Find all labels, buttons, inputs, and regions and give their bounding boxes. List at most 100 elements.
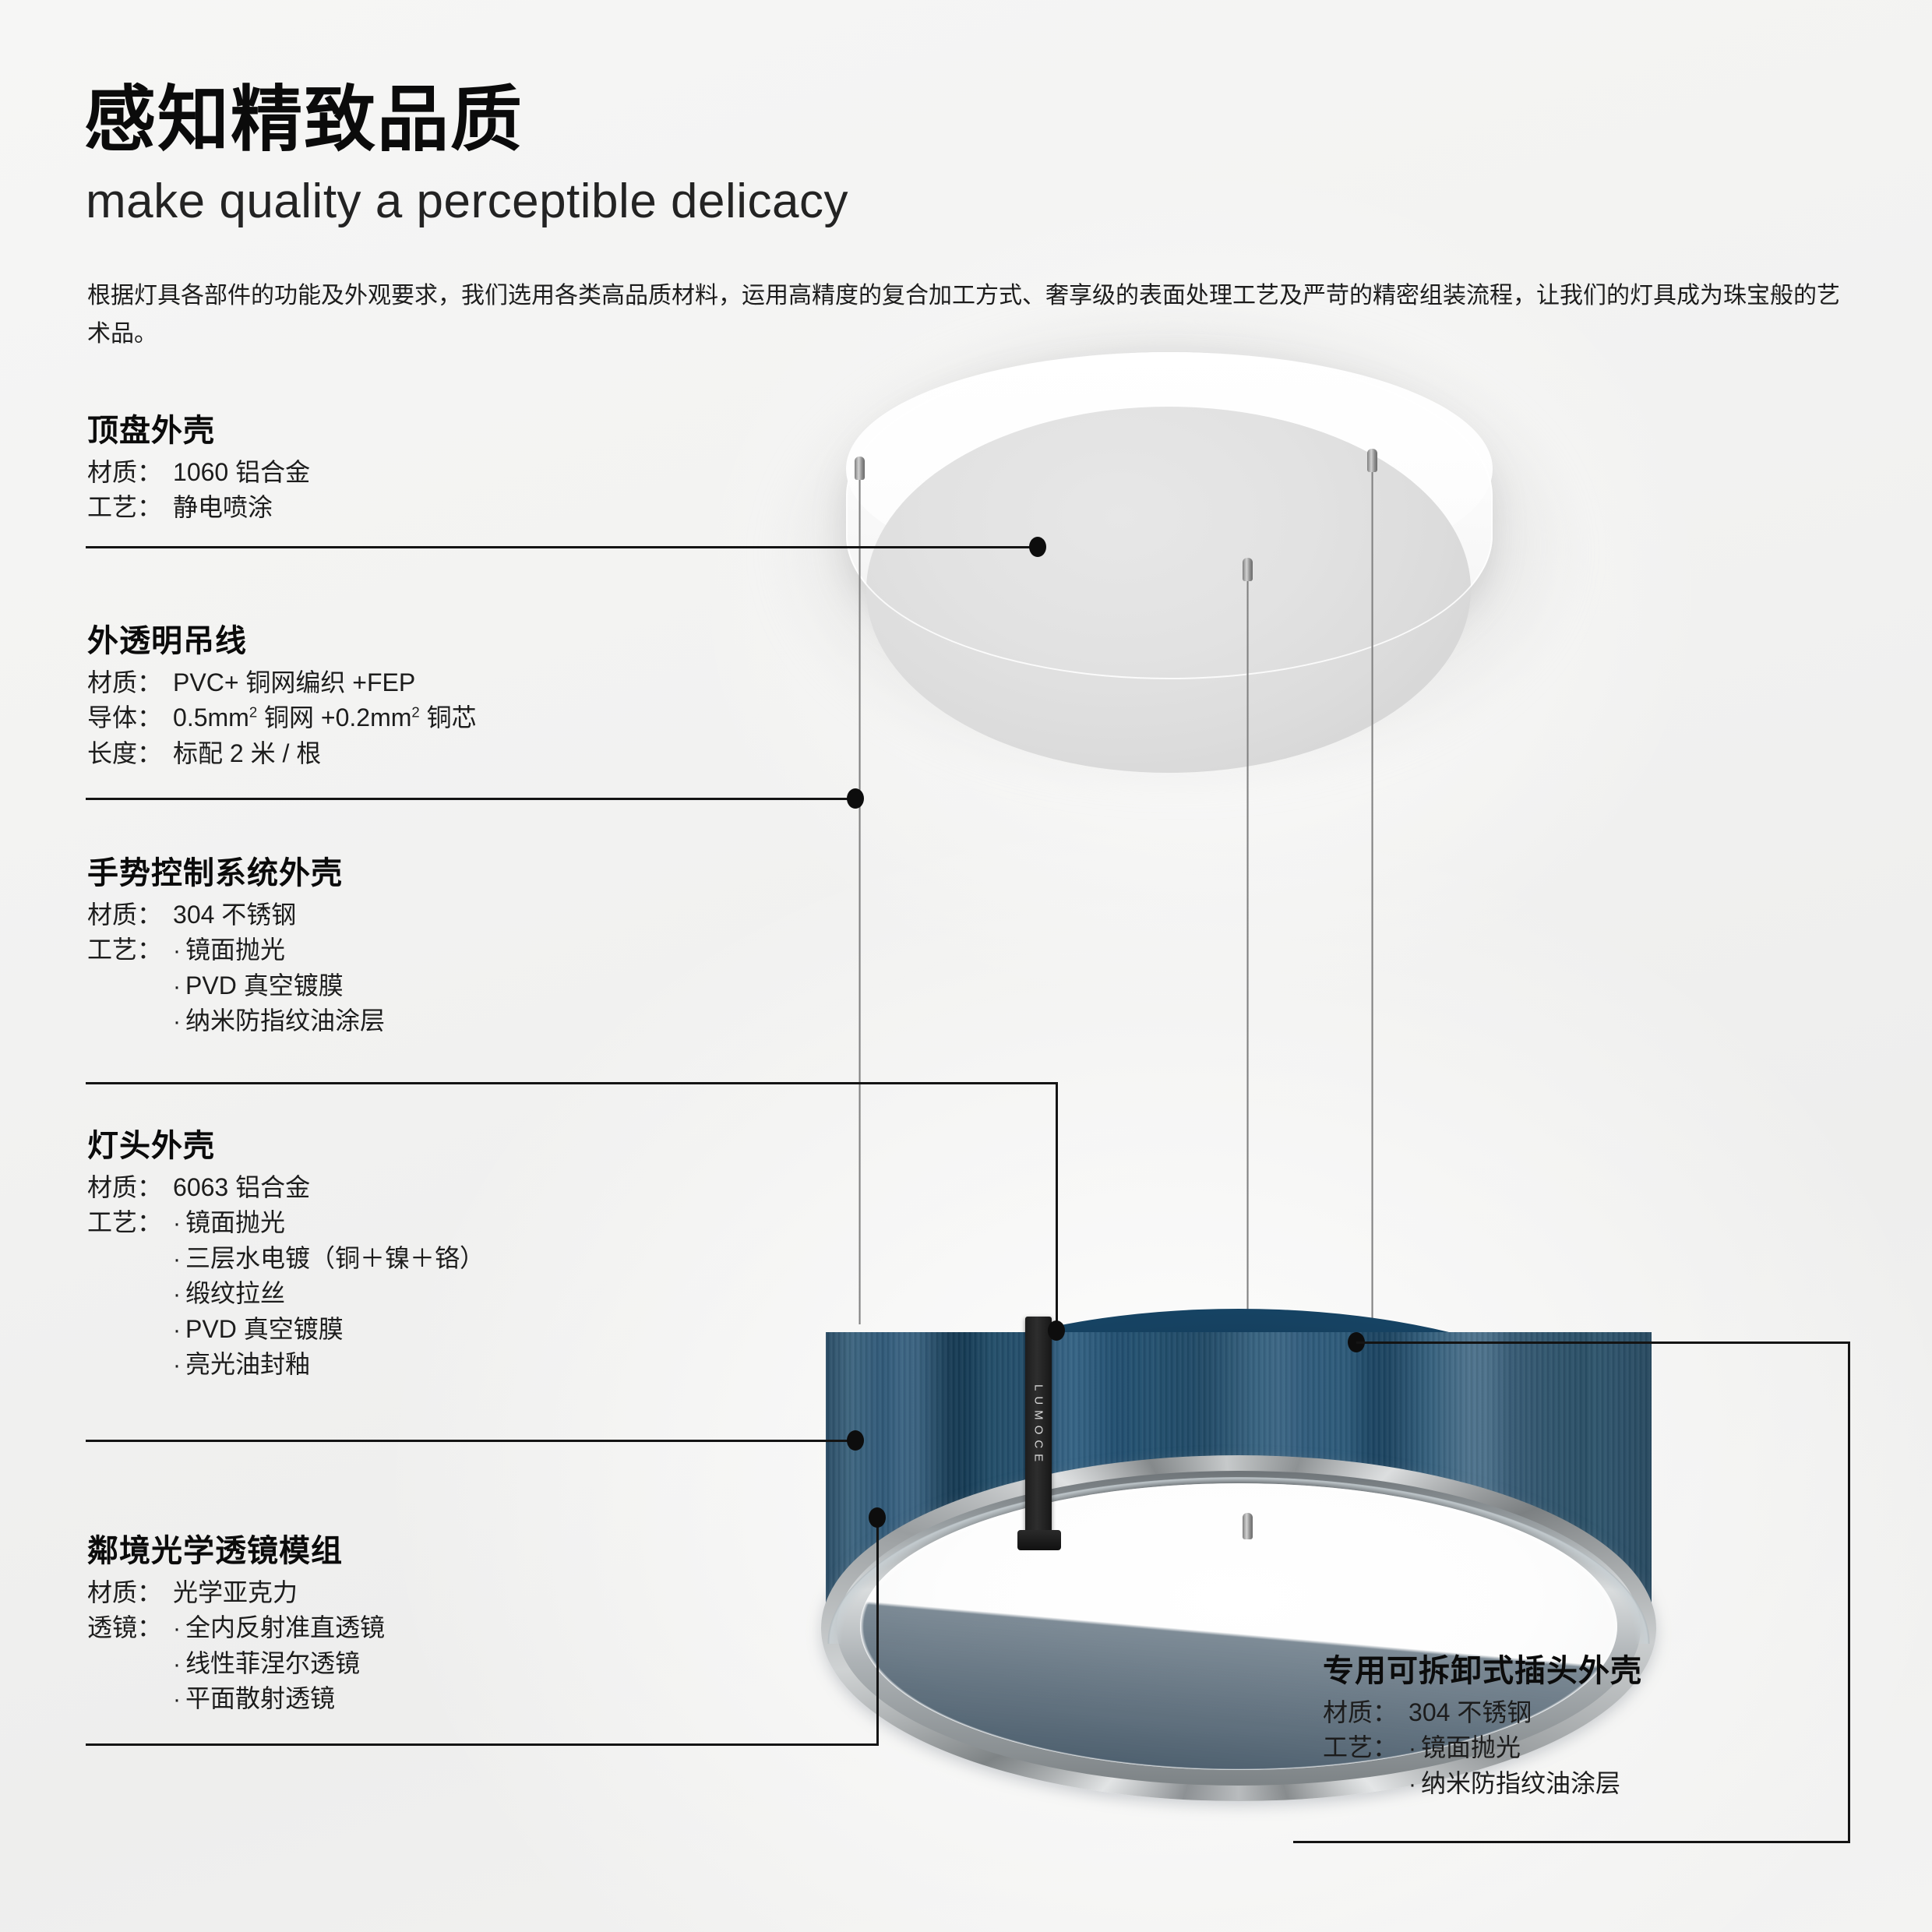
bullet-text: 亮光油封釉 [185, 1350, 311, 1379]
bullet-text: 三层水电镀（铜＋镍＋铬） [185, 1243, 485, 1272]
spec-row: 材质： 304 不锈钢 [1323, 1695, 1642, 1730]
bullet-group-key: 工艺： [1323, 1733, 1398, 1762]
callout-title-detachable-plug-housing: 专用可拆卸式插头外壳 [1323, 1654, 1642, 1688]
leader-dot-lens-module [869, 1507, 886, 1528]
bullet-item: ·纳米防指纹油涂层 [173, 1003, 385, 1038]
callout-title-lamp-head-housing: 灯头外壳 [87, 1129, 215, 1163]
callout-title-suspension-cable: 外透明吊线 [87, 624, 247, 658]
spec-key: 材质： [87, 901, 163, 929]
leader-line-top-canopy [86, 546, 1038, 548]
bullet-item: ·平面散射透镜 [173, 1681, 385, 1716]
spec-row: 导体： 0.5mm2 铜网 +0.2mm2 铜芯 [87, 700, 477, 735]
bullet-dot-icon: · [173, 1211, 182, 1237]
bullet-dot-icon: · [173, 973, 182, 999]
bullet-list: ·镜面抛光 ·PVD 真空镀膜 ·纳米防指纹油涂层 [162, 933, 385, 1038]
bullet-item: ·缎纹拉丝 [173, 1276, 485, 1311]
bullet-text: 平面散射透镜 [185, 1684, 336, 1713]
spec-key: 长度： [87, 739, 163, 767]
leader-dot-gesture-housing [1048, 1320, 1065, 1341]
spec-key: 材质： [87, 1173, 163, 1201]
callout-lamp-head-housing: 灯头外壳 材质： 6063 铝合金 工艺： ·镜面抛光 ·三层水电镀（铜＋镍＋铬… [87, 1128, 485, 1383]
bullet-item: ·PVD 真空镀膜 [173, 968, 385, 1003]
spec-row: 材质： 304 不锈钢 [87, 897, 385, 933]
bullet-group-key: 工艺： [87, 1208, 163, 1237]
intro-paragraph: 根据灯具各部件的功能及外观要求，我们选用各类高品质材料，运用高精度的复合加工方式… [87, 283, 1840, 347]
bullet-list: ·镜面抛光 ·三层水电镀（铜＋镍＋铬） ·缎纹拉丝 ·PVD 真空镀膜 ·亮光油… [162, 1205, 485, 1382]
spec-row: 材质： PVC+ 铜网编织 +FEP [87, 665, 477, 700]
callout-title-top-canopy: 顶盘外壳 [87, 414, 215, 448]
bullet-text: 镜面抛光 [185, 1208, 286, 1237]
spec-value: 304 不锈钢 [173, 901, 297, 929]
spec-row: 工艺： 静电喷涂 [87, 490, 310, 525]
superscript-two: 2 [411, 703, 420, 721]
bullet-dot-icon: · [173, 1282, 182, 1308]
bullet-group-key: 工艺： [87, 936, 163, 964]
bullet-item: ·纳米防指纹油涂层 [1408, 1766, 1620, 1801]
page-title-en: make quality a perceptible delicacy [86, 175, 849, 228]
spec-key: 工艺： [87, 493, 163, 522]
leader-line-lens-module-h [86, 1743, 879, 1746]
leader-line-gesture-housing-v [1056, 1082, 1058, 1330]
bullet-text: 镜面抛光 [185, 936, 286, 964]
spec-value: 1060 铝合金 [173, 458, 311, 486]
bullet-dot-icon: · [173, 1352, 182, 1379]
bullet-dot-icon: · [173, 1317, 182, 1343]
page-title-cn: 感知精致品质 [84, 80, 524, 160]
bullet-dot-icon: · [173, 1651, 182, 1677]
bullet-dot-icon: · [173, 938, 182, 964]
spec-key: 材质： [87, 668, 163, 696]
bullet-text: PVD 真空镀膜 [185, 1314, 344, 1343]
spec-key: 材质： [87, 1578, 163, 1606]
leader-dot-lamp-head [847, 1430, 864, 1451]
callout-optical-lens-module: 鄰境光学透镜模组 材质： 光学亚克力 透镜： ·全内反射准直透镜 ·线性菲涅尔透… [87, 1533, 385, 1717]
bullet-text: 线性菲涅尔透镜 [185, 1648, 361, 1677]
bullet-list: ·镜面抛光 ·纳米防指纹油涂层 [1398, 1730, 1620, 1801]
bullet-text: 镜面抛光 [1421, 1733, 1521, 1762]
bullet-item: ·亮光油封釉 [173, 1347, 485, 1382]
leader-dot-suspension-cable [847, 788, 864, 809]
bullet-dot-icon: · [173, 1009, 182, 1035]
bullet-item: ·镜面抛光 [1408, 1730, 1620, 1765]
spec-row: 材质： 光学亚克力 [87, 1575, 385, 1610]
leader-line-lens-module-v [876, 1518, 879, 1746]
bullet-item: ·镜面抛光 [173, 1205, 485, 1240]
spec-key: 材质： [87, 458, 163, 486]
leader-dot-top-canopy [1029, 537, 1046, 557]
callout-detachable-plug-housing: 专用可拆卸式插头外壳 材质： 304 不锈钢 工艺： ·镜面抛光 ·纳米防指纹油… [1323, 1653, 1642, 1801]
bullet-text: 缎纹拉丝 [185, 1279, 286, 1308]
bullet-item: ·全内反射准直透镜 [173, 1610, 385, 1645]
bullet-item: ·镜面抛光 [173, 933, 385, 968]
bullet-dot-icon: · [1408, 1736, 1417, 1762]
spec-row: 材质： 1060 铝合金 [87, 455, 310, 490]
spec-value: 304 不锈钢 [1408, 1698, 1532, 1726]
bullet-text: 纳米防指纹油涂层 [1421, 1768, 1621, 1797]
spec-row: 长度： 标配 2 米 / 根 [87, 736, 477, 771]
spec-key: 导体： [87, 703, 163, 732]
callout-gesture-control-housing: 手势控制系统外壳 材质： 304 不锈钢 工艺： ·镜面抛光 ·PVD 真空镀膜… [87, 855, 385, 1039]
bullet-text: PVD 真空镀膜 [185, 971, 344, 999]
leader-line-gesture-housing-h [86, 1082, 1058, 1084]
callout-suspension-cable: 外透明吊线 材质： PVC+ 铜网编织 +FEP 导体： 0.5mm2 铜网 +… [87, 623, 477, 771]
bullet-text: 纳米防指纹油涂层 [185, 1007, 386, 1035]
leader-line-plug-housing-v [1848, 1341, 1850, 1842]
bullet-item: ·三层水电镀（铜＋镍＋铬） [173, 1241, 485, 1276]
bullet-group-key: 透镜： [87, 1613, 163, 1642]
spec-row: 材质： 6063 铝合金 [87, 1170, 485, 1205]
leader-line-suspension-cable [86, 798, 855, 800]
bullet-dot-icon: · [173, 1616, 182, 1642]
superscript-two: 2 [249, 703, 258, 721]
bullet-group: 工艺： ·镜面抛光 ·纳米防指纹油涂层 [1323, 1730, 1642, 1801]
bullet-list: ·全内反射准直透镜 ·线性菲涅尔透镜 ·平面散射透镜 [162, 1610, 385, 1716]
callout-top-canopy: 顶盘外壳 材质： 1060 铝合金 工艺： 静电喷涂 [87, 413, 310, 526]
bullet-text: 全内反射准直透镜 [185, 1613, 386, 1642]
leader-line-lamp-head [86, 1440, 855, 1442]
divider-plug-housing [1293, 1841, 1850, 1843]
bullet-group: 透镜： ·全内反射准直透镜 ·线性菲涅尔透镜 ·平面散射透镜 [87, 1610, 385, 1716]
bullet-group: 工艺： ·镜面抛光 ·PVD 真空镀膜 ·纳米防指纹油涂层 [87, 933, 385, 1038]
spec-value: 光学亚克力 [173, 1578, 298, 1606]
spec-key: 材质： [1323, 1698, 1398, 1726]
callout-title-optical-lens-module: 鄰境光学透镜模组 [87, 1534, 343, 1568]
spec-value: 静电喷涂 [173, 493, 273, 522]
bullet-dot-icon: · [1408, 1771, 1417, 1797]
